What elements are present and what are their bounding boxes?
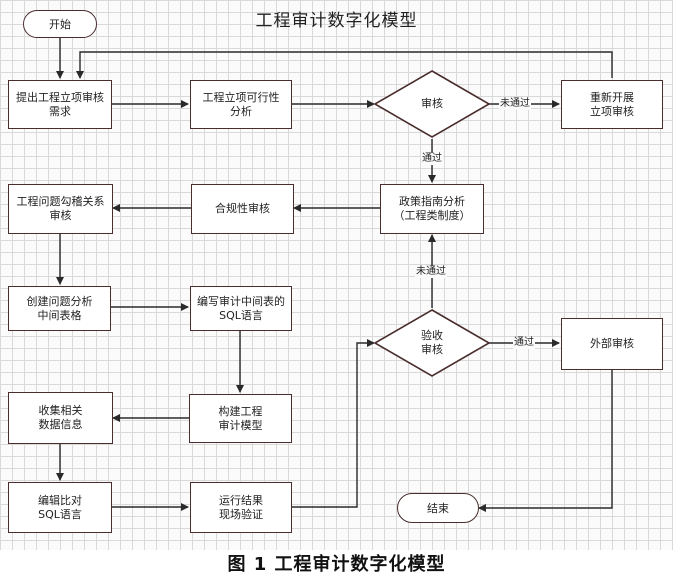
connector-layer <box>56 38 613 512</box>
run-verify-node: 运行结果 现场验证 <box>190 482 292 533</box>
redo-review-node: 重新开展 立项审核 <box>561 80 663 129</box>
arrow-external-to-end <box>478 370 613 512</box>
collect-data-node: 收集相关 数据信息 <box>8 392 113 444</box>
end-node: 结束 <box>397 493 479 523</box>
write-sql-node: 编写审计中间表的 SQL语言 <box>190 286 292 331</box>
edge-label-review-fail: 未通过 <box>499 98 531 110</box>
arrow-verify-to-acceptance <box>292 339 375 508</box>
edge-label-acceptance-pass: 通过 <box>513 337 535 349</box>
create-table-node: 创建问题分析 中间表格 <box>8 286 111 331</box>
policy-analysis-node: 政策指南分析 （工程类制度） <box>380 184 484 234</box>
external-review-node: 外部审核 <box>561 318 663 370</box>
review-decision-label: 审核 <box>421 97 443 110</box>
flowchart-canvas: 工程审计数字化模型 开始 结束 提出工程立项审核 需求 工程立项可行性 分析 审… <box>0 0 673 550</box>
feasibility-node: 工程立项可行性 分析 <box>190 80 292 129</box>
arrow-redo-to-raise <box>76 51 613 79</box>
figure-caption: 图 1 工程审计数字化模型 <box>227 554 446 575</box>
problem-relation-node: 工程问题勾稽关系 审核 <box>8 184 113 234</box>
edge-label-acceptance-fail: 未通过 <box>415 266 447 278</box>
diagram-title: 工程审计数字化模型 <box>255 11 418 31</box>
compliance-review-node: 合规性审核 <box>191 184 294 234</box>
acceptance-decision-label: 验收 审核 <box>421 329 443 356</box>
start-node: 开始 <box>23 10 97 38</box>
acceptance-decision-diamond <box>373 309 491 377</box>
edge-label-review-pass: 通过 <box>421 153 443 165</box>
compare-sql-node: 编辑比对 SQL语言 <box>8 482 112 533</box>
build-model-node: 构建工程 审计模型 <box>189 394 292 443</box>
review-decision-diamond <box>373 70 491 138</box>
raise-review-node: 提出工程立项审核 需求 <box>8 80 112 129</box>
